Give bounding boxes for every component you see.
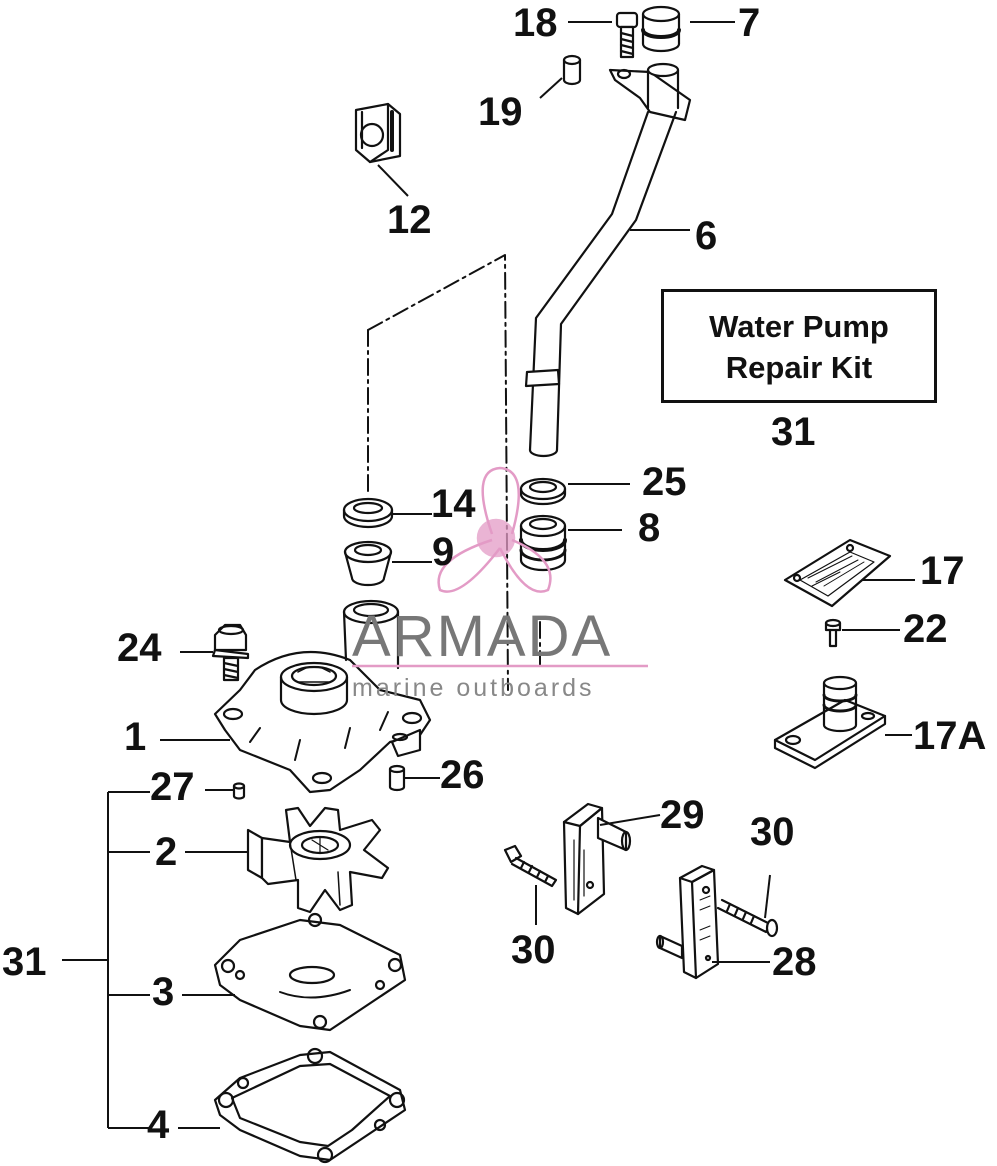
part-14-washer — [342, 497, 394, 529]
callout-30-left: 30 — [511, 928, 556, 972]
watermark-tagline: marine outboards — [352, 674, 595, 702]
part-18-screw — [615, 11, 639, 59]
callout-7: 7 — [738, 1, 761, 45]
part-22-screw — [824, 618, 842, 648]
part-2-impeller — [246, 806, 390, 914]
callout-27: 27 — [150, 765, 195, 809]
callout-14: 14 — [431, 482, 476, 526]
callout-4: 4 — [147, 1103, 170, 1147]
part-29-bracket — [562, 802, 632, 916]
callout-6: 6 — [695, 214, 718, 258]
callout-18: 18 — [513, 1, 558, 45]
callout-31-kit: 31 — [2, 940, 47, 984]
part-19-pin — [562, 54, 582, 86]
part-6-water-tube — [524, 62, 692, 458]
callout-19: 19 — [478, 90, 523, 134]
callout-30-right: 30 — [750, 810, 795, 854]
part-24-bolt — [211, 623, 250, 682]
callout-17: 17 — [920, 549, 965, 593]
part-17-cover — [783, 538, 892, 608]
callout-26: 26 — [440, 753, 485, 797]
kit-title-line2: Repair Kit — [725, 350, 873, 385]
part-27-pin — [232, 782, 246, 800]
watermark-brand: ARMADA — [352, 604, 613, 669]
callout-3: 3 — [152, 970, 175, 1014]
callout-29: 29 — [660, 793, 705, 837]
callout-25: 25 — [642, 460, 687, 504]
leader-lines — [62, 21, 915, 1129]
kit-number-label: 31 — [771, 410, 816, 454]
part-30-screw-right — [716, 898, 779, 938]
callout-12: 12 — [387, 198, 432, 242]
part-7-grommet — [641, 5, 681, 53]
callout-1: 1 — [124, 715, 147, 759]
repair-kit-box: Water Pump Repair Kit — [661, 289, 937, 403]
part-25-seal — [519, 477, 567, 506]
part-28-block — [655, 864, 720, 980]
part-12-clip — [354, 102, 402, 164]
part-3-plate — [213, 912, 407, 1032]
part-1-pump-housing — [213, 599, 432, 794]
part-9-bushing — [343, 540, 393, 587]
callout-2: 2 — [155, 830, 178, 874]
part-26-dowel-pin — [388, 764, 406, 792]
callout-8: 8 — [638, 506, 661, 550]
kit-title-line1: Water Pump — [709, 309, 889, 344]
callout-17a: 17A — [913, 714, 987, 758]
part-4-gasket — [213, 1047, 407, 1164]
callout-28: 28 — [772, 940, 817, 984]
callout-22: 22 — [903, 607, 948, 651]
part-17a-housing — [773, 675, 887, 770]
callout-24: 24 — [117, 626, 162, 670]
armada-propeller-logo — [437, 466, 552, 593]
callout-9: 9 — [432, 530, 455, 574]
part-30-screw-left — [503, 844, 558, 888]
